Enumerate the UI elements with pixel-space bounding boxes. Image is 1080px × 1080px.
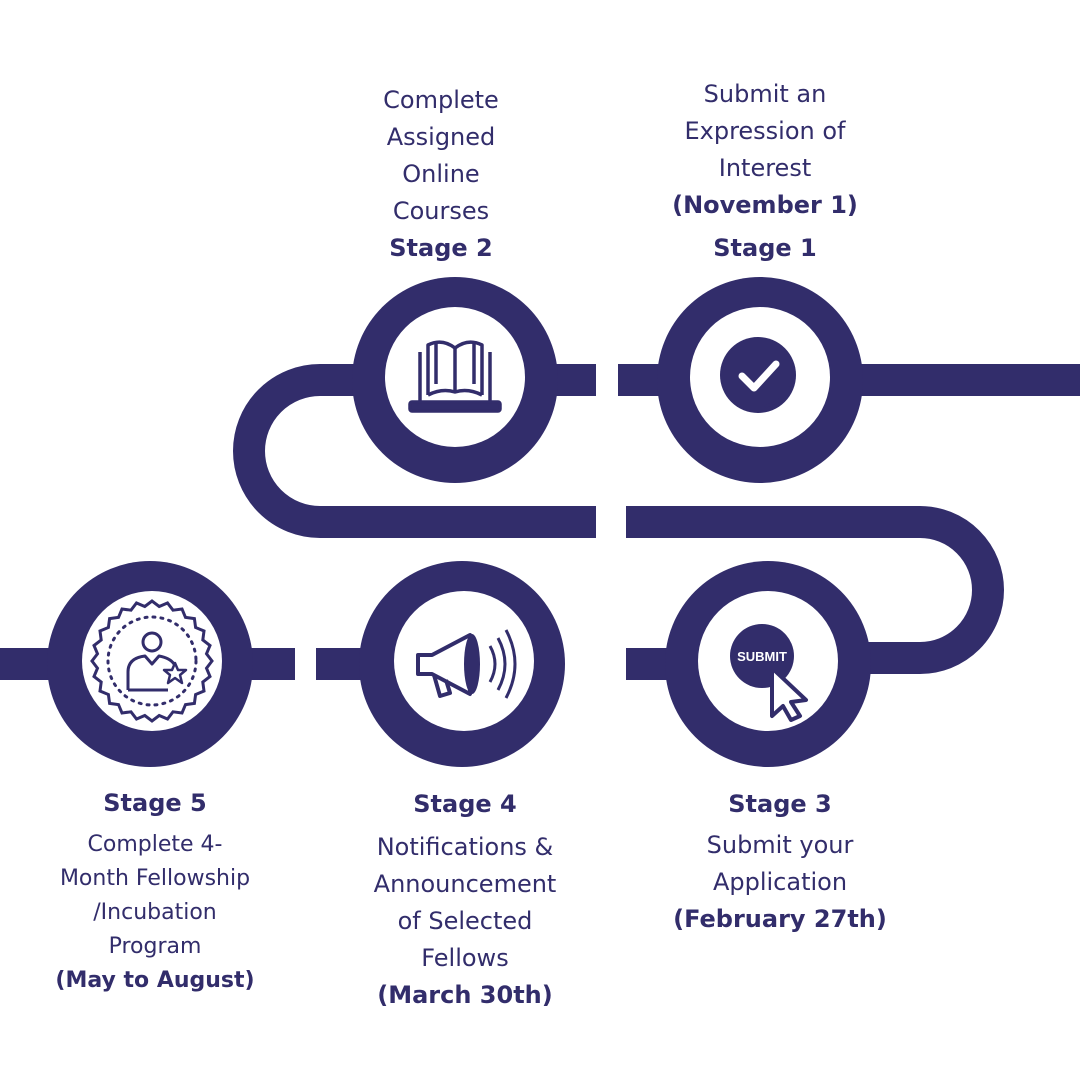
stage-4-description-line: Announcement — [373, 870, 557, 898]
stage-3-label: Stage 3 — [728, 790, 832, 818]
stage-5-text: Stage 5 Complete 4- Month Fellowship /In… — [30, 786, 280, 998]
stage-3-text: Stage 3 Submit your Application (Februar… — [650, 786, 910, 938]
road-bend-left — [233, 364, 596, 538]
stage-1-text: Submit an Expression of Interest (Novemb… — [640, 76, 890, 267]
stage-3-description-line: Application — [712, 868, 848, 896]
submit-icon-label: SUBMIT — [737, 649, 787, 664]
stage-5-date: (May to August) — [55, 968, 255, 993]
stage-2-description-line: Assigned — [386, 123, 496, 151]
stage-3-date: (February 27th) — [673, 905, 887, 933]
stage-2-description-line: Courses — [392, 197, 490, 225]
submit-cursor-icon: SUBMIT — [730, 624, 808, 722]
stage-2-description-line: Online — [402, 160, 480, 188]
stage-2-label: Stage 2 — [389, 234, 493, 262]
checkmark-icon — [720, 337, 796, 413]
stage-5-node — [47, 561, 253, 767]
stage-5-label: Stage 5 — [103, 789, 207, 817]
stage-1-date: (November 1) — [672, 191, 858, 219]
stage-1-description-line: Interest — [718, 154, 812, 182]
stage-5-description-line: Program — [108, 934, 202, 959]
stage-5-description-line: Month Fellowship — [59, 866, 251, 891]
stage-5-description-line: /Incubation — [93, 900, 217, 925]
stage-4-label: Stage 4 — [413, 790, 517, 818]
stage-4-description-line: of Selected — [397, 907, 533, 935]
stage-4-description-line: Fellows — [421, 944, 509, 972]
megaphone-icon — [416, 629, 517, 699]
fellow-badge-icon — [90, 599, 214, 723]
stage-4-date: (March 30th) — [377, 981, 553, 1009]
stage-4-description-line: Notifications & — [376, 833, 554, 861]
stage-2-text: Complete Assigned Online Courses Stage 2 — [330, 82, 552, 267]
stage-3-description-line: Submit your — [706, 831, 854, 859]
stage-5-description-line: Complete 4- — [87, 832, 223, 857]
stage-1-label: Stage 1 — [713, 234, 817, 262]
stage-2-description-line: Complete — [383, 86, 499, 114]
road-bend-right — [626, 506, 1004, 674]
stage-4-text: Stage 4 Notifications & Announcement of … — [340, 786, 590, 1014]
stage-1-description-line: Submit an — [703, 80, 827, 108]
stage-1-description-line: Expression of — [684, 117, 846, 145]
book-laptop-icon — [408, 340, 502, 413]
